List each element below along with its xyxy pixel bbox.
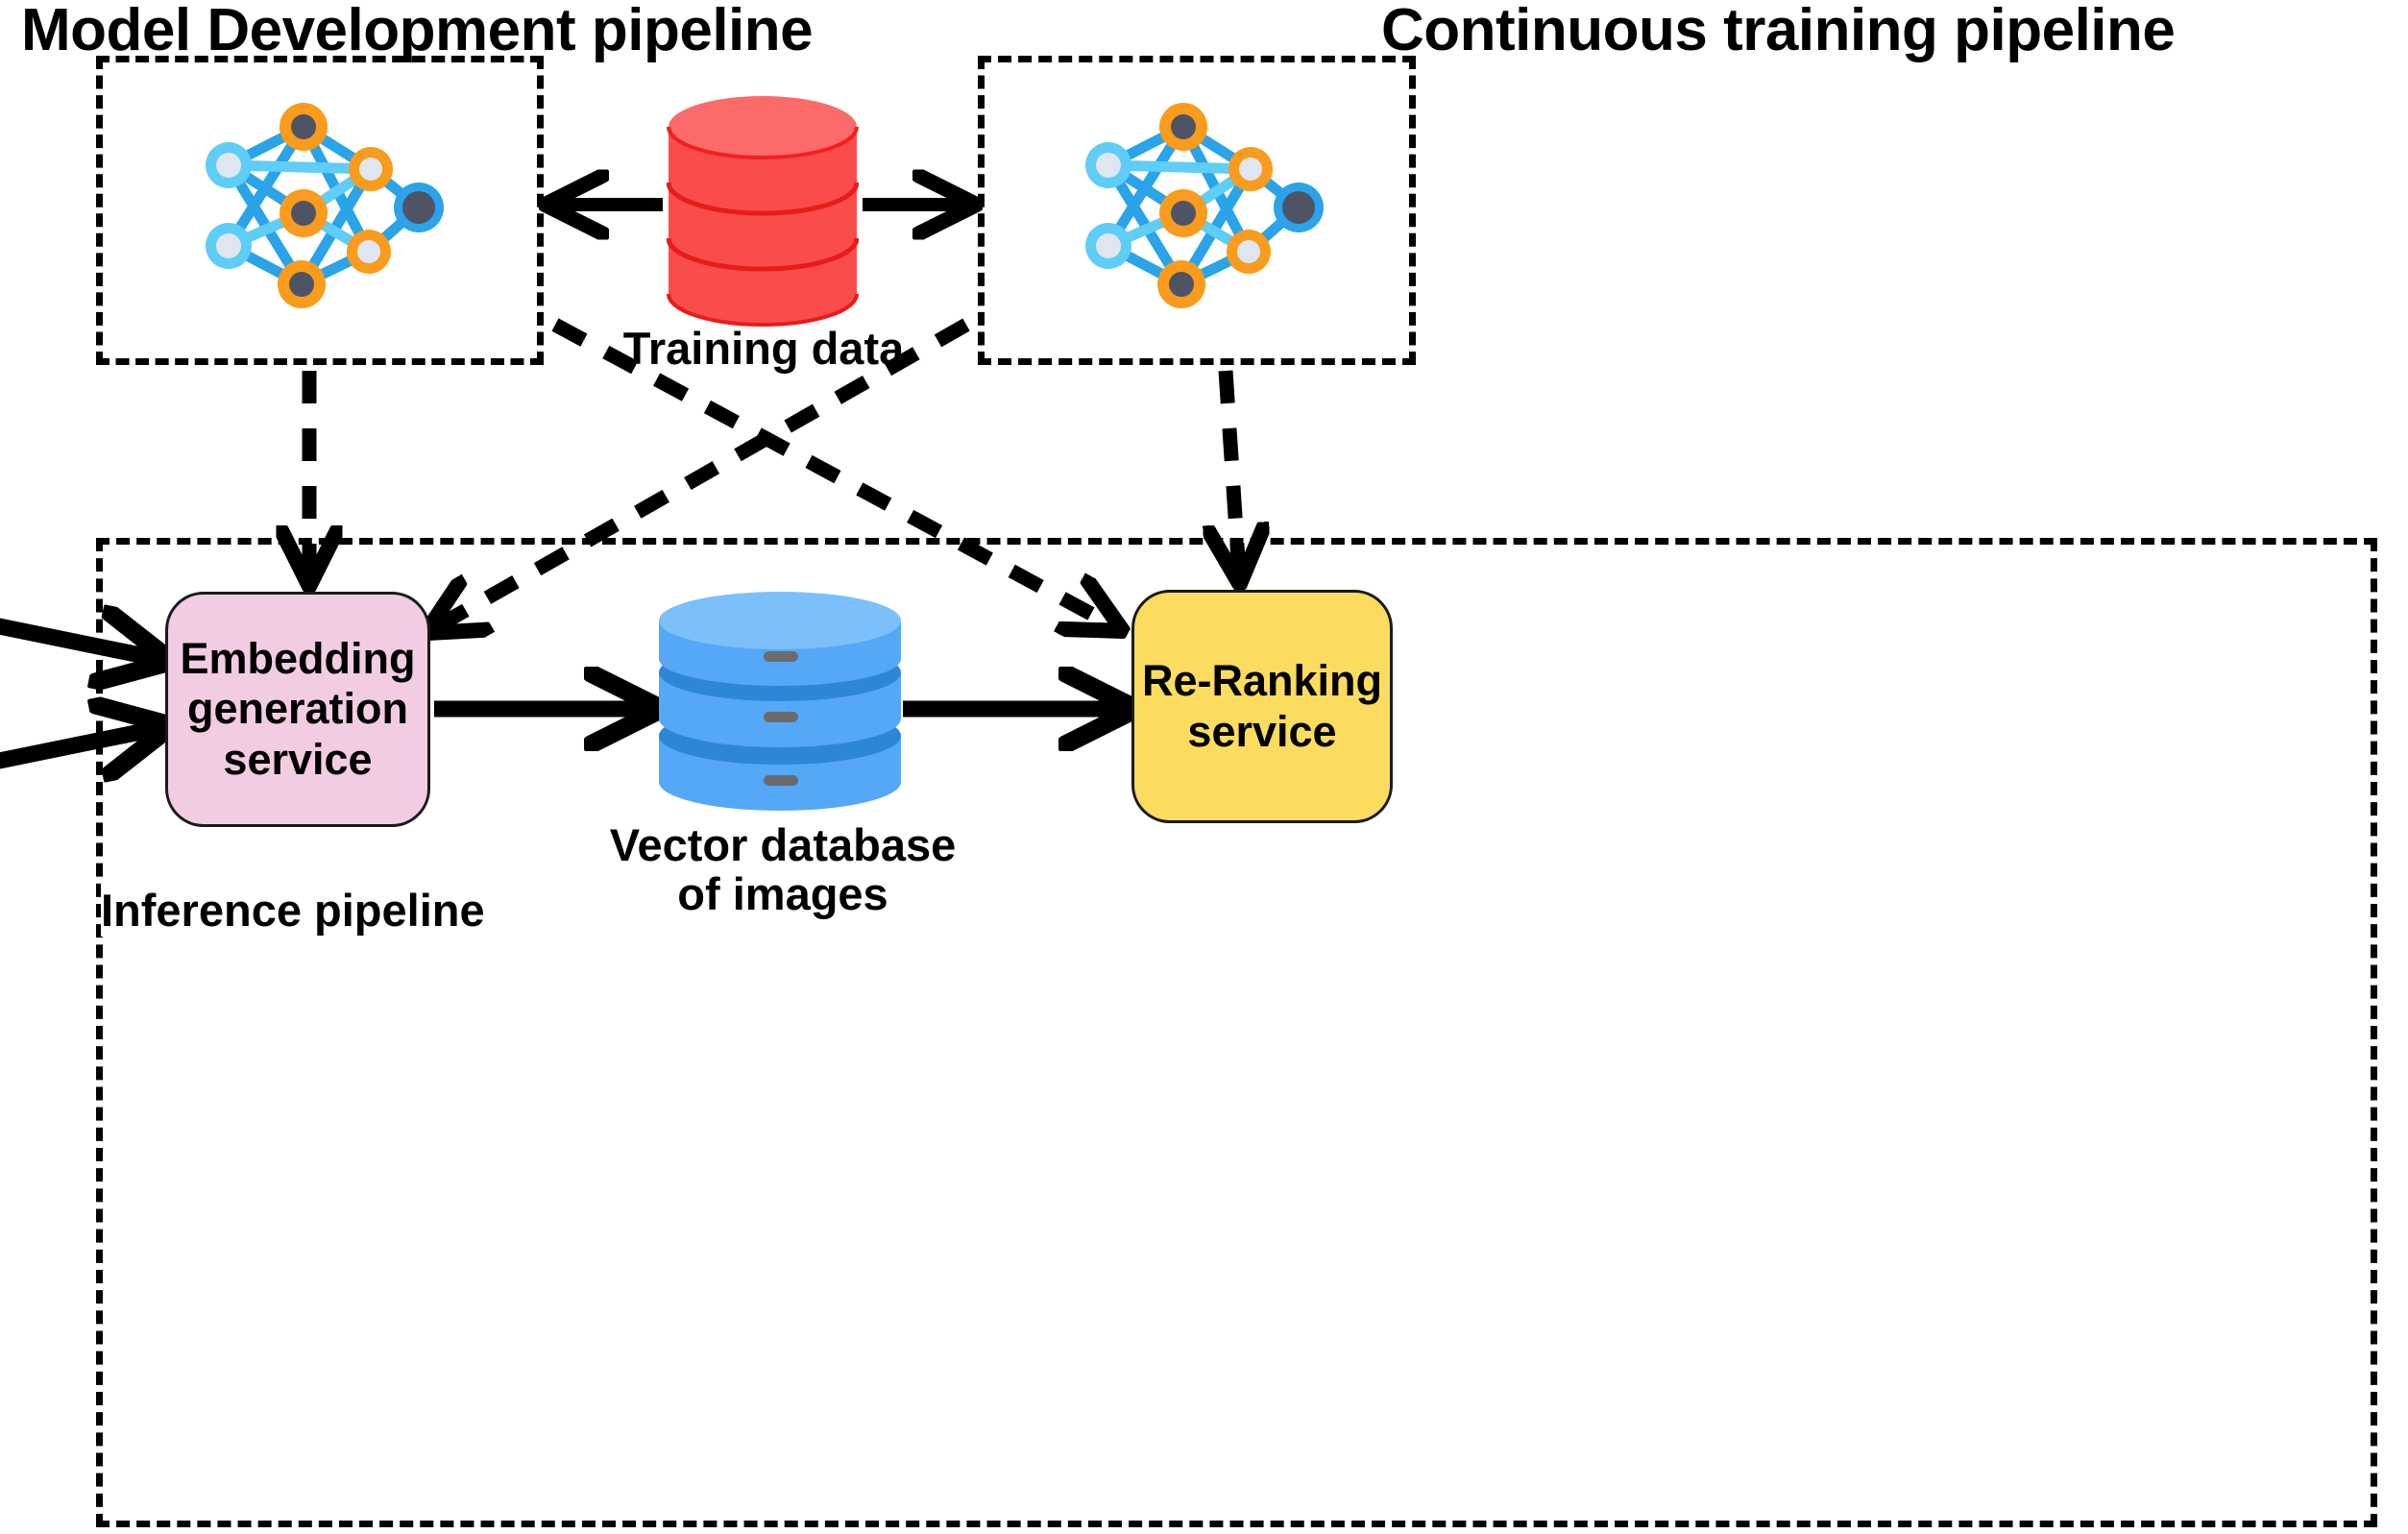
continuous-training-pipeline-title: Continuous training pipeline bbox=[1381, 0, 2176, 63]
nn-output-node bbox=[1274, 183, 1324, 232]
database-stack-icon bbox=[659, 592, 901, 811]
inference-pipeline-label: Inference pipeline bbox=[101, 884, 485, 937]
training-data-label: Training data bbox=[622, 323, 905, 374]
embedding-generation-service-box[interactable]: Embedding generation service bbox=[165, 592, 430, 827]
nn-hidden-nodes bbox=[278, 103, 393, 308]
re-ranking-service-box[interactable]: Re-Ranking service bbox=[1131, 590, 1393, 823]
nn-input-nodes bbox=[206, 142, 252, 269]
nn-input-nodes bbox=[1085, 142, 1131, 269]
vector-database-label: Vector database of images bbox=[609, 819, 957, 919]
model-development-pipeline-title: Model Development pipeline bbox=[21, 0, 814, 63]
neural-network-icon bbox=[206, 103, 444, 308]
nn-output-node bbox=[394, 183, 444, 232]
neural-network-icon bbox=[1085, 103, 1324, 308]
nn-hidden-nodes bbox=[1157, 103, 1273, 308]
database-cylinder-icon bbox=[667, 96, 859, 327]
